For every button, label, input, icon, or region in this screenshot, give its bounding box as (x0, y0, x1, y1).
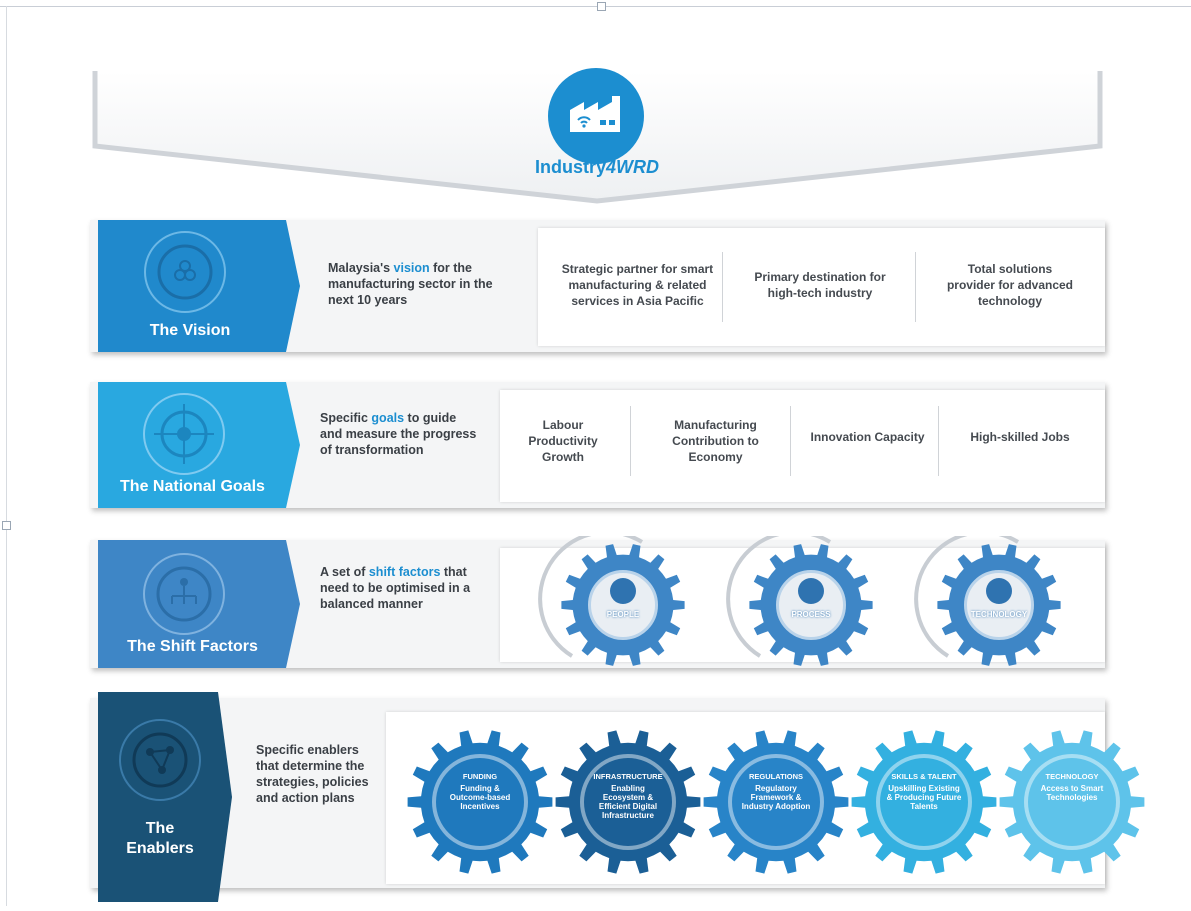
vision-item-3: Total solutions provider for advanced te… (946, 262, 1074, 308)
goals-item-4: High-skilled Jobs (970, 430, 1070, 444)
frame-left-border (6, 6, 7, 906)
goals-description: Specific goals to guide and measure the … (320, 411, 477, 457)
vision-item-1: Strategic partner for smart manufacturin… (561, 262, 714, 308)
goals-tab-label: The National Goals (120, 478, 265, 495)
goals-item-1: Labour Productivity Growth (528, 418, 598, 464)
shift-gear-technology: TECHNOLOGY (914, 536, 1062, 668)
resize-handle-top[interactable] (597, 2, 606, 11)
enabler-gear-title: SKILLS & TALENT (891, 772, 957, 781)
vision-row: The Vision Malaysia's vision for the man… (90, 220, 1105, 352)
enabler-gear-2: INFRASTRUCTURE Enabling Ecosystem & Effic… (554, 728, 702, 876)
goals-item-2: Manufacturing Contribution to Economy (672, 418, 759, 464)
vision-items-panel (538, 228, 1105, 346)
factory-logo (548, 68, 644, 164)
enabler-gear-text: Upskilling Existing & Producing Future T… (886, 784, 962, 811)
enabler-gear-text: Access to Smart Technologies (1040, 784, 1104, 802)
technology-icon (986, 578, 1012, 604)
enabler-gear-title: TECHNOLOGY (1045, 772, 1099, 781)
vision-divider-1 (722, 252, 723, 322)
enabler-gear-title: INFRASTRUCTURE (593, 772, 663, 781)
vision-description: Malaysia's vision for the manufacturing … (328, 261, 493, 307)
enabler-gear-text: Funding & Outcome-based Incentives (449, 784, 511, 811)
shift-gear-label: PEOPLE (606, 610, 640, 619)
shift-description: A set of shift factors that need to be o… (320, 565, 471, 611)
enabler-gear-title: REGULATIONS (748, 772, 804, 781)
vision-item-2: Primary destination for high-tech indust… (754, 270, 886, 300)
shift-gear-label: PROCESS (791, 610, 831, 619)
gear-center (876, 754, 972, 850)
gear-center (432, 754, 528, 850)
vision-tab-label: The Vision (149, 322, 231, 339)
cycle-arrow-icon (538, 536, 644, 658)
enabler-gear-5: TECHNOLOGY Access to Smart Technologies (998, 728, 1146, 876)
gear-center (1024, 754, 1120, 850)
factory-icon (570, 96, 620, 132)
shift-gear-people: PEOPLE (538, 536, 686, 668)
goals-divider-3 (938, 406, 939, 476)
page-title: Industry4WRD (534, 157, 659, 177)
shift-gear-process: PROCESS (726, 536, 874, 668)
shift-tab-label: The Shift Factors (127, 638, 258, 655)
enabler-gear-title: FUNDING (462, 772, 498, 781)
enabler-gear-4: SKILLS & TALENT Upskilling Existing & Pro… (850, 728, 998, 876)
people-icon (610, 578, 636, 604)
gear-center (964, 570, 1034, 640)
process-icon (798, 578, 824, 604)
goals-item-3: Innovation Capacity (810, 430, 925, 444)
goals-divider-2 (790, 406, 791, 476)
goals-items-panel (500, 390, 1105, 502)
resize-handle-left[interactable] (2, 521, 11, 530)
goals-divider-1 (630, 406, 631, 476)
frame-top-border (0, 6, 1191, 7)
gear-center (728, 754, 824, 850)
cycle-arrow-icon (914, 536, 1020, 658)
enabler-gear-3: REGULATIONS Regulatory Framework & Indust… (702, 728, 850, 876)
enabler-gear-text: Regulatory Framework & Industry Adoption (741, 784, 811, 811)
enabler-gear-text: Enabling Ecosystem & Efficient Digital I… (598, 784, 658, 820)
vision-divider-2 (915, 252, 916, 322)
shift-gear-label: TECHNOLOGY (970, 610, 1028, 619)
gear-center (580, 754, 676, 850)
cycle-arrow-icon (726, 536, 832, 658)
goals-row: The National Goals Specific goals to gui… (90, 382, 1105, 508)
shift-row: The Shift Factors A set of shift factors… (90, 536, 1105, 668)
enabler-gear-1: FUNDING Funding & Outcome-based Incentive… (406, 728, 554, 876)
enablers-tab-label-1: The (145, 820, 175, 837)
enablers-description: Specific enablers that determine the str… (256, 743, 369, 805)
enablers-row: The Enablers Specific enablers that dete… (90, 692, 1145, 902)
enablers-tab-label-2: Enablers (126, 840, 194, 857)
